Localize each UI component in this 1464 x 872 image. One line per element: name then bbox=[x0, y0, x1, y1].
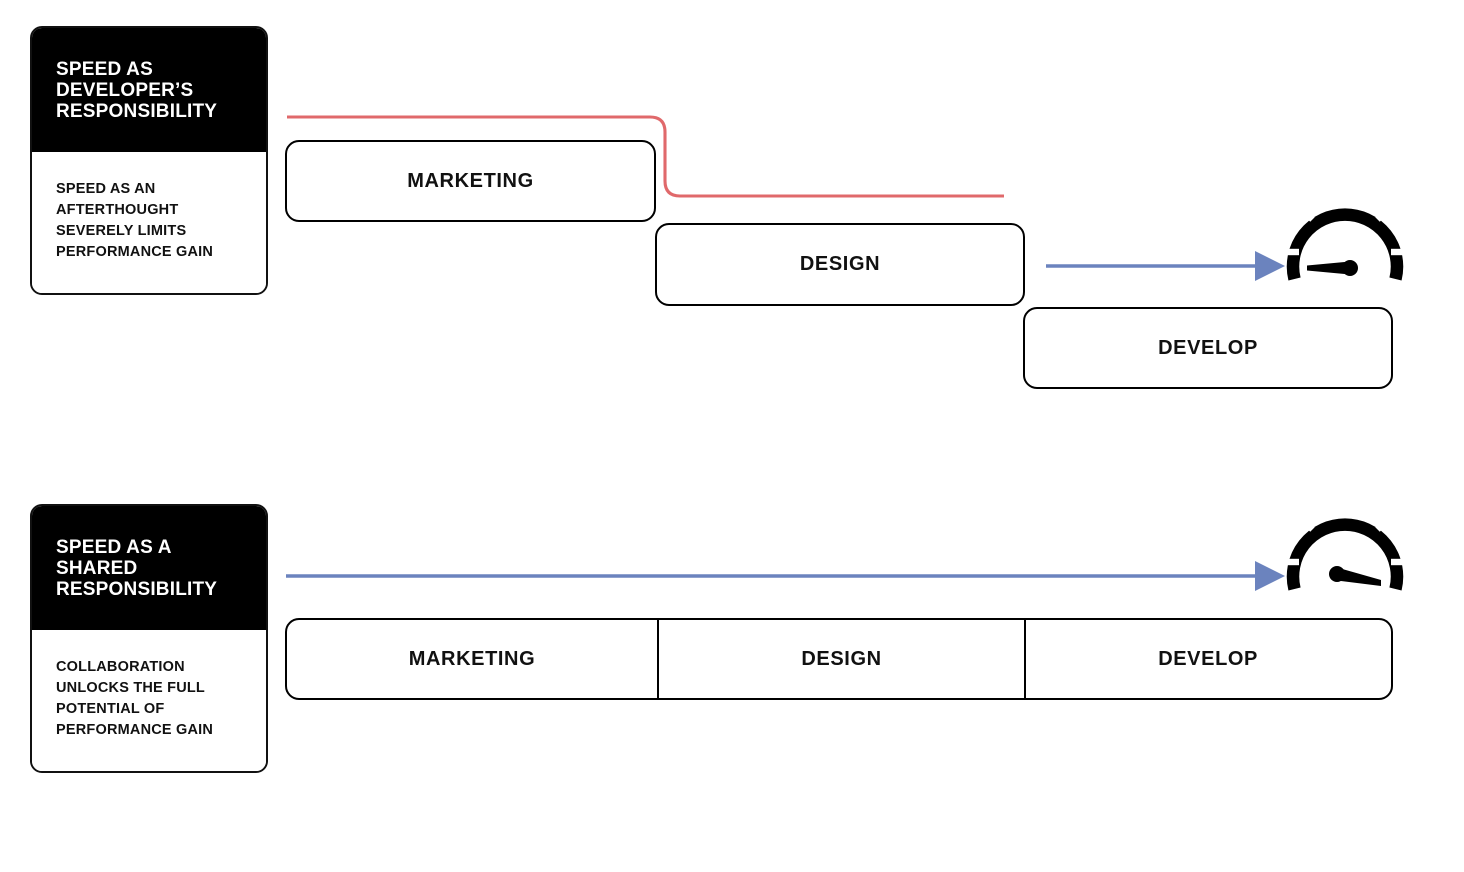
gauge-needle bbox=[1307, 261, 1350, 275]
stage-box-develop-row2[interactable]: DEVELOP bbox=[1024, 620, 1390, 698]
info-card-body: COLLABORATION UNLOCKS THE FULL POTENTIAL… bbox=[32, 630, 266, 771]
stage-box-design-row2[interactable]: DESIGN bbox=[657, 620, 1024, 698]
info-card-heading: SPEED AS A SHARED RESPONSIBILITY bbox=[32, 506, 266, 630]
arrow-head bbox=[1255, 561, 1285, 591]
gauge-needle bbox=[1337, 567, 1381, 586]
gauge-arc bbox=[1286, 208, 1404, 281]
stage-box-design-row1[interactable]: DESIGN bbox=[655, 223, 1025, 306]
arrow-head bbox=[1255, 251, 1285, 281]
speed-arrow-short bbox=[1046, 251, 1285, 281]
info-card-heading: SPEED AS DEVELOPER’S RESPONSIBILITY bbox=[32, 28, 266, 152]
info-card-shared-responsibility: SPEED AS A SHARED RESPONSIBILITY COLLABO… bbox=[30, 504, 268, 773]
speedometer-icon bbox=[1286, 208, 1404, 281]
stage-label: DEVELOP bbox=[1158, 336, 1258, 359]
stage-bar-row2: MARKETING DESIGN DEVELOP bbox=[285, 618, 1393, 700]
gauge-hub bbox=[1342, 260, 1358, 276]
stage-box-marketing-row1[interactable]: MARKETING bbox=[285, 140, 656, 222]
info-card-developer-responsibility: SPEED AS DEVELOPER’S RESPONSIBILITY SPEE… bbox=[30, 26, 268, 295]
stage-label: DESIGN bbox=[799, 253, 881, 275]
gauge-arc bbox=[1286, 518, 1404, 591]
speedometer-icon bbox=[1286, 518, 1404, 591]
stage-label: MARKETING bbox=[407, 169, 534, 192]
stage-label: MARKETING bbox=[408, 647, 536, 670]
stage-label: DEVELOP bbox=[1158, 647, 1258, 670]
info-card-body: SPEED AS AN AFTERTHOUGHT SEVERELY LIMITS… bbox=[32, 152, 266, 293]
stage-box-develop-row1[interactable]: DEVELOP bbox=[1023, 307, 1393, 389]
stage-box-marketing-row2[interactable]: MARKETING bbox=[287, 620, 657, 698]
gauge-hub bbox=[1329, 566, 1345, 582]
stage-label: DESIGN bbox=[801, 647, 882, 670]
speed-arrow-long bbox=[286, 561, 1285, 591]
